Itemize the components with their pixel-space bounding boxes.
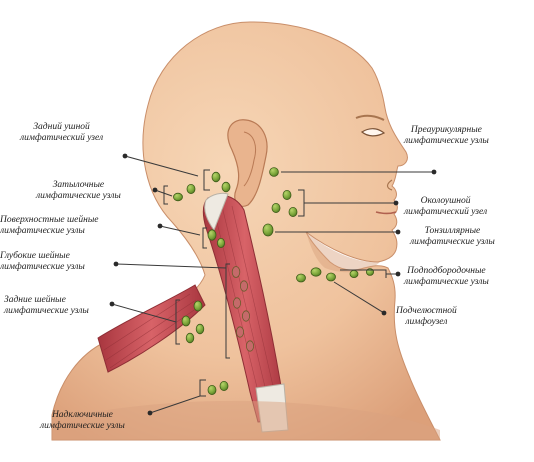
node-supraclavicular	[207, 384, 217, 395]
label-line: лимфатические узлы	[36, 191, 121, 201]
label-submental: Подчелюстной лимфоузел	[396, 306, 457, 328]
label-line: Глубокие шейные	[0, 251, 70, 261]
label-tonsillar: Тонзиллярные лимфатические узлы	[410, 226, 495, 248]
node-superficial-cervical	[216, 237, 225, 248]
label-deep-cervical: Глубокие шейные лимфатические узлы	[0, 251, 85, 273]
leader-dots	[109, 153, 437, 416]
label-line: Подподбородочные	[407, 266, 486, 276]
label-line: лимфатический узел	[20, 133, 104, 143]
label-preauricular: Преаурикулярные лимфатические узлы	[404, 125, 489, 147]
ear	[227, 119, 268, 207]
jaw-shadow	[306, 232, 380, 273]
node-submandibular	[310, 267, 322, 277]
node-superficial-cervical	[207, 229, 217, 241]
node-posterior-auricular	[221, 181, 231, 193]
node-preauricular	[269, 167, 279, 177]
label-occipital: Затылочные лимфатические узлы	[36, 180, 121, 202]
label-line: Задний ушной	[33, 122, 90, 132]
label-line: Околоушной	[420, 196, 471, 206]
mouth	[375, 211, 397, 215]
node-parotid	[271, 202, 281, 213]
node-occipital	[186, 183, 196, 194]
lymph-nodes	[173, 167, 374, 395]
label-line: лимфоузел	[405, 317, 448, 327]
label-line: Преаурикулярные	[410, 125, 482, 135]
node-deep-cervical	[239, 280, 248, 292]
node-deep-cervical	[245, 340, 254, 352]
label-line: Поверхностные шейные	[0, 215, 99, 225]
label-line: лимфатические узлы	[0, 262, 85, 272]
label-line: Задние шейные	[4, 295, 66, 305]
label-line: лимфатические узлы	[404, 277, 489, 287]
node-posterior-auricular	[211, 171, 221, 183]
node-submandibular	[326, 272, 336, 282]
label-line: лимфатические узлы	[404, 136, 489, 146]
node-posterior-cervical	[185, 332, 195, 344]
label-posterior-cervical: Задние шейные лимфатические узлы	[4, 295, 89, 317]
label-line: лимфатический узел	[404, 207, 488, 217]
node-posterior-cervical	[195, 323, 205, 335]
label-superficial-cervical: Поверхностные шейные лимфатические узлы	[0, 215, 99, 237]
label-line: Подчелюстной	[396, 306, 457, 316]
label-line: лимфатические узлы	[410, 237, 495, 247]
node-supraclavicular	[219, 380, 229, 391]
label-submandibular: Подподбородочные лимфатические узлы	[404, 266, 489, 288]
node-submandibular	[349, 269, 359, 278]
label-line: лимфатические узлы	[40, 421, 125, 431]
label-line: Затылочные	[52, 180, 105, 190]
label-line: Надключичные	[51, 410, 113, 420]
node-tonsillar	[262, 223, 274, 237]
node-parotid	[282, 189, 292, 200]
label-posterior-auricular: Задний ушной лимфатический узел	[20, 122, 103, 144]
label-line: лимфатические узлы	[4, 306, 89, 316]
node-submandibular	[296, 273, 306, 283]
node-parotid	[288, 206, 298, 217]
node-deep-cervical	[241, 310, 250, 322]
clavicle-shadow	[52, 400, 440, 440]
scm-tendon-upper	[204, 192, 229, 232]
node-posterior-cervical	[181, 315, 191, 327]
node-deep-cervical	[231, 266, 241, 278]
label-line: лимфатические узлы	[0, 226, 85, 236]
label-parotid: Околоушной лимфатический узел	[404, 196, 487, 218]
nostril	[386, 179, 393, 191]
ear-inner	[243, 131, 257, 187]
eye	[360, 128, 386, 137]
node-occipital	[173, 192, 183, 202]
node-deep-cervical	[235, 326, 244, 338]
node-posterior-cervical	[193, 300, 203, 312]
eyebrow	[355, 114, 385, 121]
leader-lines	[111, 155, 434, 414]
node-deep-cervical	[232, 297, 241, 309]
label-supraclavicular: Надключичные лимфатические узлы	[40, 410, 125, 432]
label-line: Тонзиллярные	[424, 226, 481, 236]
